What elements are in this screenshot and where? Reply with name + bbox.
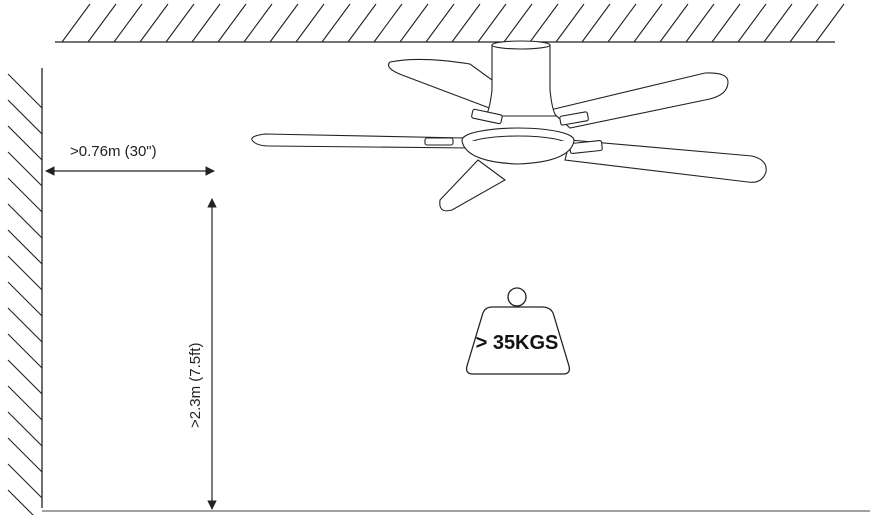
wall-hatch-line bbox=[7, 151, 43, 187]
ceiling bbox=[55, 3, 845, 43]
ceiling-hatch-line bbox=[373, 3, 403, 43]
ceiling-hatch-line bbox=[685, 3, 715, 43]
ceiling-hatch-line bbox=[113, 3, 143, 43]
horizontal-clearance-label: >0.76m (30") bbox=[70, 143, 157, 160]
fan-blade bbox=[564, 139, 767, 183]
vertical-clearance-label: >2.3m (7.5ft) bbox=[187, 343, 204, 428]
blade-bracket bbox=[471, 108, 503, 125]
ceiling-hatch-line bbox=[399, 3, 429, 43]
ceiling-hatch-line bbox=[217, 3, 247, 43]
wall-hatch-line bbox=[7, 281, 43, 317]
weight-label: > 35KGS bbox=[476, 332, 559, 354]
fan-blade bbox=[548, 72, 729, 129]
weight-icon: > 35KGS bbox=[465, 287, 571, 375]
ceiling-hatch-line bbox=[191, 3, 221, 43]
wall-hatch-line bbox=[7, 359, 43, 395]
ceiling-hatch-line bbox=[451, 3, 481, 43]
wall-hatch-line bbox=[7, 177, 43, 213]
wall-hatch-line bbox=[7, 489, 34, 515]
ceiling-hatch-line bbox=[503, 3, 533, 43]
ceiling-hatch-line bbox=[321, 3, 351, 43]
wall-hatch-line bbox=[7, 437, 43, 473]
wall bbox=[7, 68, 43, 515]
wall-hatch-line bbox=[7, 203, 43, 239]
weight-body bbox=[465, 306, 571, 375]
ceiling-hatch-line bbox=[295, 3, 325, 43]
fan-blade bbox=[251, 133, 471, 149]
wall-hatch-line bbox=[7, 385, 43, 421]
wall-hatch-line bbox=[7, 307, 43, 343]
wall-hatch-line bbox=[7, 463, 43, 499]
ceiling-hatch-line bbox=[737, 3, 767, 43]
wall-hatch-line bbox=[7, 125, 43, 161]
fan-light-bowl bbox=[461, 140, 575, 165]
ceiling-hatch-line bbox=[711, 3, 741, 43]
ceiling-hatch-line bbox=[607, 3, 637, 43]
ceiling-hatch-line bbox=[165, 3, 195, 43]
ceiling-hatch-line bbox=[347, 3, 377, 43]
fan-blade bbox=[439, 159, 507, 212]
ceiling-hatch-line bbox=[659, 3, 689, 43]
ceiling-hatch-line bbox=[243, 3, 273, 43]
ceiling-hatch-line bbox=[269, 3, 299, 43]
ceiling-hatch-line bbox=[139, 3, 169, 43]
ceiling-hatch-line bbox=[477, 3, 507, 43]
wall-hatch-line bbox=[7, 255, 43, 291]
wall-hatch-line bbox=[7, 333, 43, 369]
wall-hatch-line bbox=[7, 99, 43, 135]
ceiling-hatch-line bbox=[789, 3, 819, 43]
ceiling-hatch-icon bbox=[61, 3, 845, 43]
ceiling-hatch-line bbox=[763, 3, 793, 43]
wall-hatch-icon bbox=[7, 73, 43, 515]
wall-hatch-line bbox=[7, 411, 43, 447]
ceiling-hatch-line bbox=[633, 3, 663, 43]
ceiling-hatch-line bbox=[425, 3, 455, 43]
ceiling-hatch-line bbox=[61, 3, 91, 43]
wall-hatch-line bbox=[7, 229, 43, 265]
ceiling-hatch-line bbox=[87, 3, 117, 43]
ceiling-hatch-line bbox=[529, 3, 559, 43]
ceiling-fan-icon bbox=[251, 40, 767, 212]
weight-ring bbox=[507, 287, 527, 307]
fan-canopy-top bbox=[491, 40, 551, 50]
wall-hatch-line bbox=[7, 73, 43, 109]
ceiling-hatch-line bbox=[581, 3, 611, 43]
ceiling-hatch-line bbox=[555, 3, 585, 43]
blade-bracket bbox=[559, 111, 589, 126]
fan-motor-housing bbox=[485, 44, 558, 117]
ceiling-hatch-line bbox=[815, 3, 845, 43]
blade-bracket bbox=[424, 137, 454, 146]
